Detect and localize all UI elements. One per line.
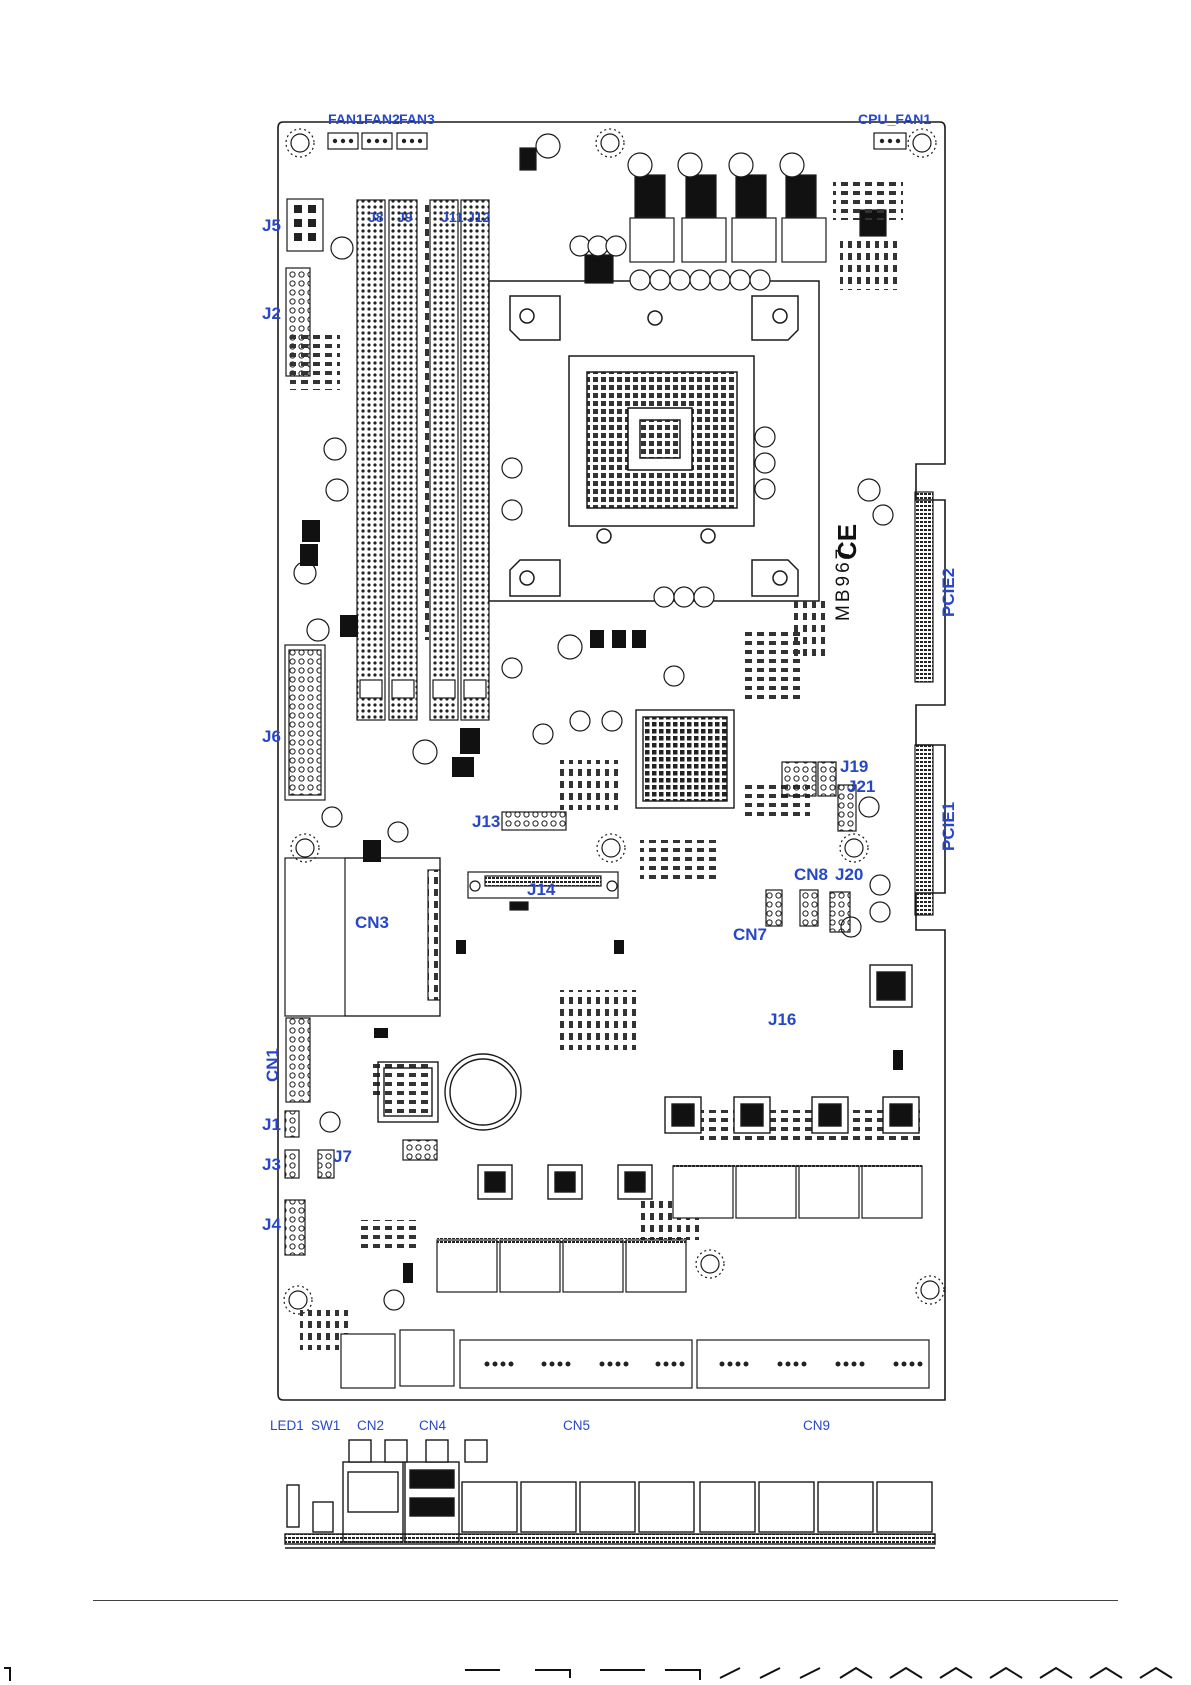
label-j14: J14 [527,881,555,898]
label-j5: J5 [262,217,281,234]
controller-chip-right [870,965,912,1007]
label-cn4: CN4 [419,1419,446,1433]
label-j19: J19 [840,758,868,775]
footer-rule [93,1600,1118,1601]
label-j6: J6 [262,728,281,745]
label-cpu-fan1: CPU_FAN1 [858,112,931,126]
label-fan3: FAN3 [399,112,435,126]
label-cn7: CN7 [733,926,767,943]
cn1-header [286,1018,310,1102]
ce-marking: CE [832,524,863,560]
pcie-slots [915,492,933,915]
label-cn8: CN8 [794,866,828,883]
label-cn5: CN5 [563,1419,590,1433]
label-j21: J21 [847,778,875,795]
label-j20: J20 [835,866,863,883]
label-j8: J8 [368,210,384,224]
label-j13: J13 [472,813,500,830]
label-sw1: SW1 [311,1419,340,1433]
pch-chip [636,710,734,808]
j13-header [502,812,566,830]
label-fan1: FAN1 [328,112,364,126]
label-fan2: FAN2 [364,112,400,126]
label-j9: J9 [397,210,413,224]
label-pcie2: PCIE2 [940,568,957,617]
label-cn3: CN3 [355,914,389,931]
label-cn1: CN1 [264,1048,281,1082]
label-j1: J1 [262,1116,281,1133]
label-j4: J4 [262,1216,281,1233]
label-j16: J16 [768,1011,796,1028]
label-cn2: CN2 [357,1419,384,1433]
label-pcie1: PCIE1 [940,802,957,851]
label-cn9: CN9 [803,1419,830,1433]
j5-header [287,199,323,251]
io-side-view [285,1440,935,1548]
vrm-components [520,148,886,283]
label-j7: J7 [333,1148,352,1165]
j6-connector [285,645,325,800]
rj45-top-view [341,1330,929,1388]
label-j11: J11 [441,210,464,224]
page-bottom-artifact [0,1664,1191,1685]
label-j3: J3 [262,1156,281,1173]
label-led1: LED1 [270,1419,304,1433]
label-j12: J12 [467,210,490,224]
fan-headers [328,133,906,149]
label-j2: J2 [262,305,281,322]
